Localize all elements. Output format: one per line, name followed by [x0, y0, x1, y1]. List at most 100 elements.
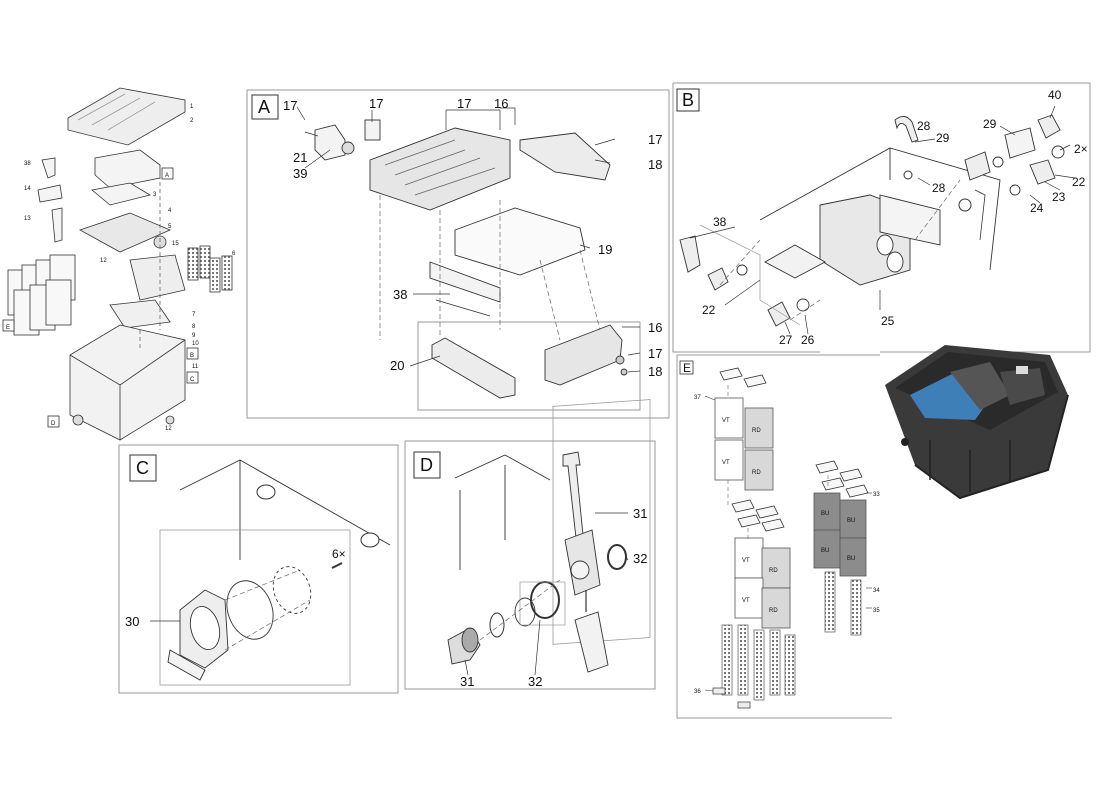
panel-e-rd-label-1: RD	[752, 428, 761, 434]
panel-c-gasket	[226, 580, 274, 640]
panel-a-foam-pad	[454, 207, 586, 276]
panel-c-box-wall	[179, 459, 391, 560]
overview-num-12a: 12	[100, 258, 107, 264]
panel-b: B	[672, 82, 1091, 353]
panel-e-vt-label-4: VT	[742, 598, 750, 604]
overview-marker-c: C	[190, 377, 195, 383]
overview-num-11: 11	[192, 364, 199, 370]
overview-num-4: 4	[168, 208, 172, 214]
panel-a-num-39: 39	[293, 166, 307, 181]
overview-main-box	[69, 324, 186, 441]
panel-a-clip	[364, 119, 381, 141]
panel-d-ring-32a	[607, 544, 627, 570]
overview-lid	[67, 87, 186, 146]
panel-a-letter: A	[258, 97, 270, 117]
panel-e-labels: 37 33 34 35 36	[694, 395, 880, 695]
panel-e-vt-label-3: VT	[742, 558, 750, 564]
panel-e-num-37: 37	[694, 395, 701, 401]
panel-e-rd-block	[744, 407, 774, 449]
panel-a-num-38: 38	[393, 287, 407, 302]
panel-a-fitting	[314, 124, 346, 161]
overview-num-1: 1	[190, 104, 194, 110]
panel-e-bu-label-2: BU	[847, 518, 855, 524]
panel-e-bu-label-1: BU	[821, 511, 829, 517]
panel-c-bolt-ring	[272, 566, 312, 614]
panel-d-num-32a: 32	[633, 551, 647, 566]
overview-part-14	[37, 184, 63, 203]
panel-b-num-28a: 28	[917, 119, 931, 133]
panel-b-num-29b: 29	[983, 117, 997, 131]
panel-a-rail-top	[519, 132, 611, 181]
overview-marker-d: D	[51, 421, 56, 427]
overview-num-3: 3	[153, 192, 157, 198]
panel-d-num-31a: 31	[633, 506, 647, 521]
panel-c-num-30: 30	[125, 614, 139, 629]
panel-e-num-34: 34	[873, 588, 880, 594]
overview-plate	[79, 212, 172, 253]
overview-exploded-view	[7, 87, 233, 441]
overview-marker-a: A	[165, 173, 169, 179]
panel-a-num-19: 19	[598, 242, 612, 257]
overview-num-8: 8	[192, 324, 196, 330]
panel-a-end-plate	[544, 324, 623, 386]
panel-a-num-17a: 17	[283, 98, 297, 113]
overview-num-14: 14	[24, 186, 31, 192]
panel-e-num-33: 33	[873, 492, 880, 498]
panel-b-num-38: 38	[713, 215, 727, 229]
panel-b-num-27: 27	[779, 333, 793, 347]
panel-d-letter: D	[420, 455, 433, 475]
panel-c-letter: C	[136, 458, 149, 478]
panel-e-bu-label-4: BU	[847, 556, 855, 562]
panel-a-num-18b: 18	[648, 364, 662, 379]
overview-marker-b: B	[190, 353, 194, 359]
panel-a-num-17b: 17	[369, 96, 383, 111]
panel-d: D 31 32 31 32	[404, 399, 656, 690]
panel-e-block-labels: VT RD VT RD VT RD VT RD BU BU BU BU	[722, 418, 855, 614]
panel-e-num-35: 35	[873, 608, 880, 614]
panel-a-grid-tray	[369, 127, 511, 211]
panel-b-num-23: 23	[1052, 190, 1066, 204]
panel-a-num-21: 21	[293, 150, 307, 165]
panel-d-num-31b: 31	[460, 674, 474, 689]
panel-a-num-17c: 17	[457, 96, 471, 111]
overview-marker-e: E	[6, 325, 10, 331]
panel-c: C 30 6×	[118, 444, 399, 694]
overview-num-2: 2	[190, 118, 194, 124]
overview-num-10: 10	[192, 341, 199, 347]
panel-a-num-17e: 17	[648, 346, 662, 361]
overview-foam-blocks	[7, 254, 76, 336]
panel-e-vt-label-1: VT	[722, 418, 730, 424]
panel-a-num-17d: 17	[648, 132, 662, 147]
overview-part-13	[51, 207, 63, 243]
product-photo-filter-box	[885, 345, 1069, 500]
overview-filter-cylinders	[187, 245, 233, 293]
panel-e-letter: E	[683, 361, 691, 375]
overview-num-13: 13	[24, 216, 31, 222]
panel-d-box-wall	[454, 454, 551, 570]
panel-a-num-16a: 16	[494, 96, 508, 111]
panel-a-part-38	[429, 261, 501, 303]
panel-b-num-29a: 29	[936, 131, 950, 145]
panel-b-fitting-27	[767, 301, 791, 327]
panel-e-num-36: 36	[694, 689, 701, 695]
panel-b-labels: 40 28 29 29 2× 28 22 23 24 38 22 25 27 2…	[702, 88, 1088, 347]
panel-a-num-18a: 18	[648, 157, 662, 172]
overview-numbers: 1 2 38 3 14 4 13 5 15 6 12 7 8 9 10 11 1…	[24, 104, 236, 432]
panel-e: E	[676, 354, 892, 719]
panel-b-num-2x: 2×	[1074, 142, 1088, 156]
panel-c-num-6x: 6×	[332, 547, 346, 561]
overview-num-15: 15	[172, 241, 179, 247]
panel-b-num-40: 40	[1048, 88, 1062, 102]
panel-b-num-25: 25	[881, 314, 895, 328]
panel-a-part-20	[431, 337, 516, 399]
panel-b-num-22b: 22	[702, 303, 716, 317]
panel-a: A	[246, 89, 670, 419]
overview-num-12b: 12	[165, 426, 172, 432]
panel-b-num-28b: 28	[932, 181, 946, 195]
panel-b-fitting-22	[707, 267, 729, 291]
panel-d-num-32b: 32	[528, 674, 542, 689]
overview-part-3	[94, 149, 161, 189]
panel-e-rd-label-2: RD	[752, 470, 761, 476]
panel-d-handle	[574, 611, 609, 673]
